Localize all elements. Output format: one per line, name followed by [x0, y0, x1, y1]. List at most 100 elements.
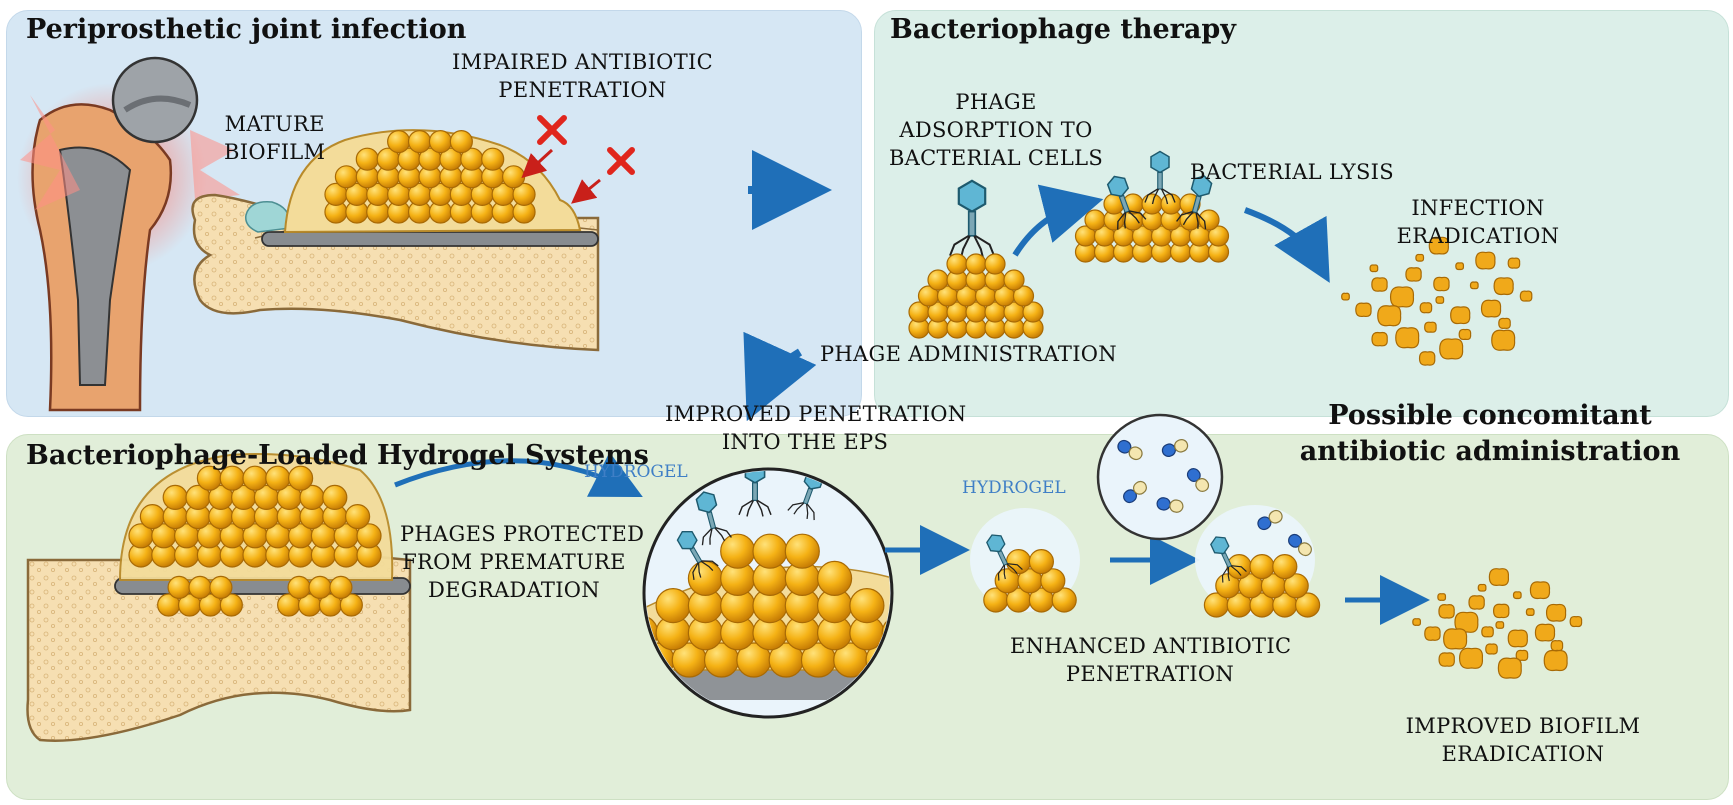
bacterium: [345, 503, 371, 530]
bacterium: [655, 587, 691, 624]
arrow-to-magnified: [394, 452, 643, 498]
bacterium: [1005, 548, 1032, 575]
arrow-to-hydrogel: [743, 331, 817, 422]
antibiotic-capsules-circle: [1096, 413, 1224, 541]
bacterium: [334, 165, 358, 189]
bacterium: [1022, 301, 1044, 323]
bacterium: [428, 130, 453, 154]
bacterium: [946, 253, 968, 275]
capsule-icon: [1156, 497, 1184, 513]
magnified-eps-circle: [608, 467, 932, 719]
bacterium: [1249, 553, 1275, 580]
capsule-icon: [1257, 509, 1283, 531]
bacterium: [512, 182, 536, 206]
bacterium: [1141, 193, 1163, 215]
bacterium: [287, 575, 311, 600]
bacterium: [288, 465, 314, 491]
capsule-icon: [1117, 439, 1143, 461]
bacterium: [308, 575, 332, 600]
phage-icon: [695, 491, 732, 546]
panel-bacteriophage-therapy: [874, 10, 1729, 417]
bacterium: [1283, 573, 1309, 599]
bacterium: [816, 560, 853, 597]
bacterium: [387, 130, 411, 154]
phage-administration-illustration: [908, 179, 1044, 339]
bacterial-lysis-label: BACTERIAL LYSIS: [1190, 160, 1394, 184]
bacterium: [720, 533, 756, 569]
bacterium: [849, 587, 885, 624]
bacterium: [984, 253, 1006, 275]
capsule-icon: [1123, 480, 1147, 504]
bacterium: [481, 147, 505, 171]
bacterium: [1003, 269, 1025, 291]
phage-icon: [986, 534, 1023, 581]
bacterium: [188, 575, 212, 600]
bacterium: [1084, 209, 1106, 231]
capsule-icon: [1161, 439, 1189, 457]
bone-biofilm-illustration: [191, 115, 635, 352]
bacterium: [219, 593, 243, 617]
bacterium: [1028, 548, 1055, 575]
capsule-icon: [1288, 533, 1312, 557]
bacterium: [1040, 568, 1066, 594]
bacterium: [322, 484, 348, 510]
bacterium: [608, 643, 642, 677]
panel1-title: Periprosthetic joint infection: [26, 14, 467, 45]
bacterium: [209, 575, 233, 600]
bacterium: [1294, 592, 1321, 618]
bacterium: [646, 615, 659, 651]
bacterium: [1272, 553, 1298, 580]
blocked-cross-icon: [537, 115, 635, 175]
phage-icon: [676, 530, 719, 580]
phage-administration-label: PHAGE ADMINISTRATION: [820, 342, 1117, 366]
bacterium: [407, 130, 432, 154]
bacterium: [1160, 193, 1182, 215]
bacterium: [784, 533, 820, 569]
bacterium: [501, 165, 526, 189]
bacterium: [752, 533, 788, 569]
bacterium: [881, 615, 890, 651]
bacterial-lysis-illustration: [1074, 150, 1230, 263]
bacterium: [329, 575, 353, 600]
bacterium: [162, 484, 188, 510]
improved-eradication-debris: [1412, 568, 1583, 679]
bacterium: [339, 593, 363, 617]
bacterium: [167, 575, 191, 600]
eradicated-debris-illustration: [1341, 236, 1533, 366]
bacterium: [449, 130, 473, 154]
phage-icon: [1106, 175, 1147, 230]
bacterium: [355, 147, 379, 171]
bacterium: [965, 253, 987, 275]
phage-icon: [949, 179, 995, 259]
hydrogel-label-2: HYDROGEL: [962, 478, 1066, 498]
hydrogel-phage-cloud: [970, 508, 1080, 613]
arrow-adsorption: [1012, 184, 1104, 257]
bacterium: [1198, 209, 1220, 231]
phage-icon: [1144, 150, 1176, 205]
panel3-title: Bacteriophage-Loaded Hydrogel Systems: [26, 440, 649, 471]
bacterium: [1207, 225, 1230, 247]
phage-icon: [1210, 536, 1247, 583]
femur-implant-illustration: [17, 56, 240, 412]
hydrogel-antibiotic-cloud: [1195, 505, 1321, 618]
phage-icon: [1176, 175, 1213, 230]
bacterium: [927, 269, 949, 291]
capsule-icon: [1186, 468, 1210, 492]
bacterium: [139, 503, 165, 530]
panel2-title: Bacteriophage therapy: [890, 14, 1236, 45]
hydrogel-label-1: HYDROGEL: [584, 462, 688, 482]
bacterium: [356, 523, 382, 549]
bacterium: [898, 643, 932, 677]
bacterium: [1051, 587, 1077, 613]
bacterium: [1012, 285, 1035, 307]
